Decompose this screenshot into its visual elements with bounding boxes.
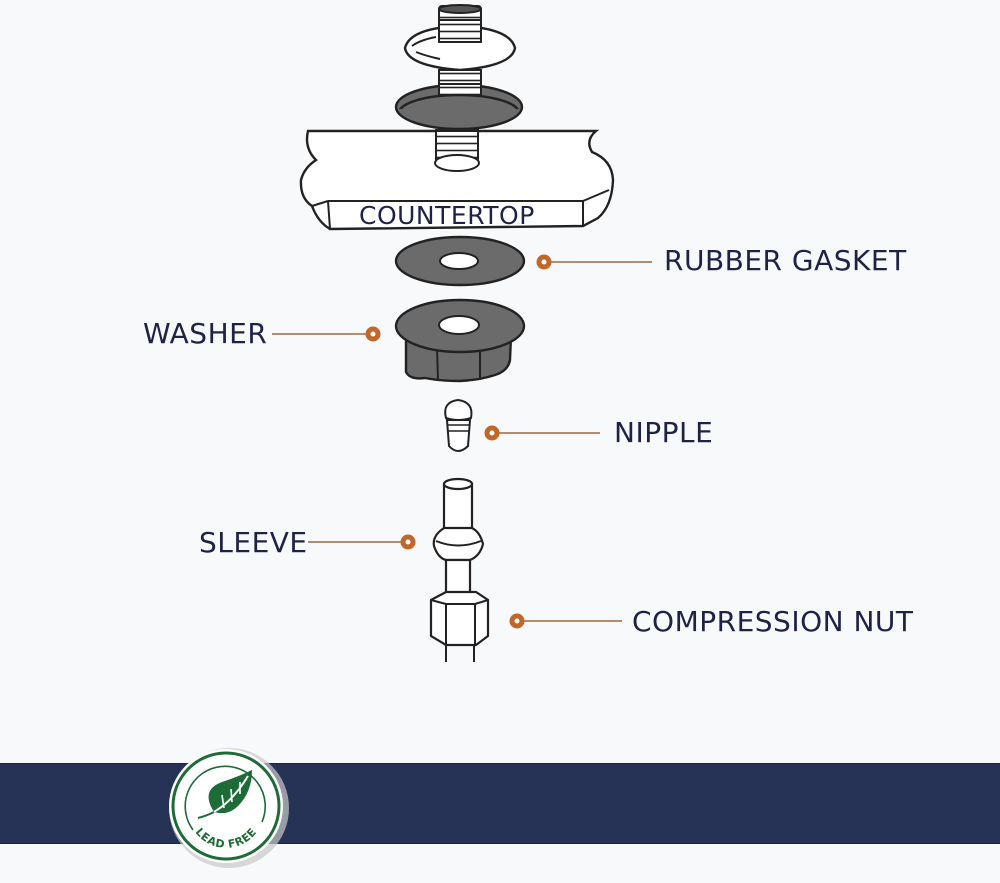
rubber-gasket-part (394, 235, 526, 287)
compression-nut-part (429, 590, 490, 662)
label-washer: WASHER (143, 317, 268, 350)
callout-compression-nut (509, 613, 622, 629)
label-nipple: NIPPLE (614, 416, 714, 449)
sleeve-part (432, 477, 485, 598)
label-sleeve: SLEEVE (199, 526, 308, 559)
label-rubber-gasket: RUBBER GASKET (664, 244, 907, 277)
leaf-icon (197, 770, 252, 819)
label-countertop: COUNTERTOP (359, 201, 535, 230)
lead-free-badge: LEAD FREE (169, 748, 289, 868)
label-compression-nut: COMPRESSION NUT (632, 605, 914, 638)
nipple-part (444, 398, 473, 452)
footer-band (0, 763, 1000, 844)
washer-part (394, 298, 526, 383)
callout-sleeve (308, 534, 416, 550)
callout-nipple (484, 425, 600, 441)
callout-rubber-gasket (536, 254, 652, 270)
callout-washer (272, 326, 381, 342)
